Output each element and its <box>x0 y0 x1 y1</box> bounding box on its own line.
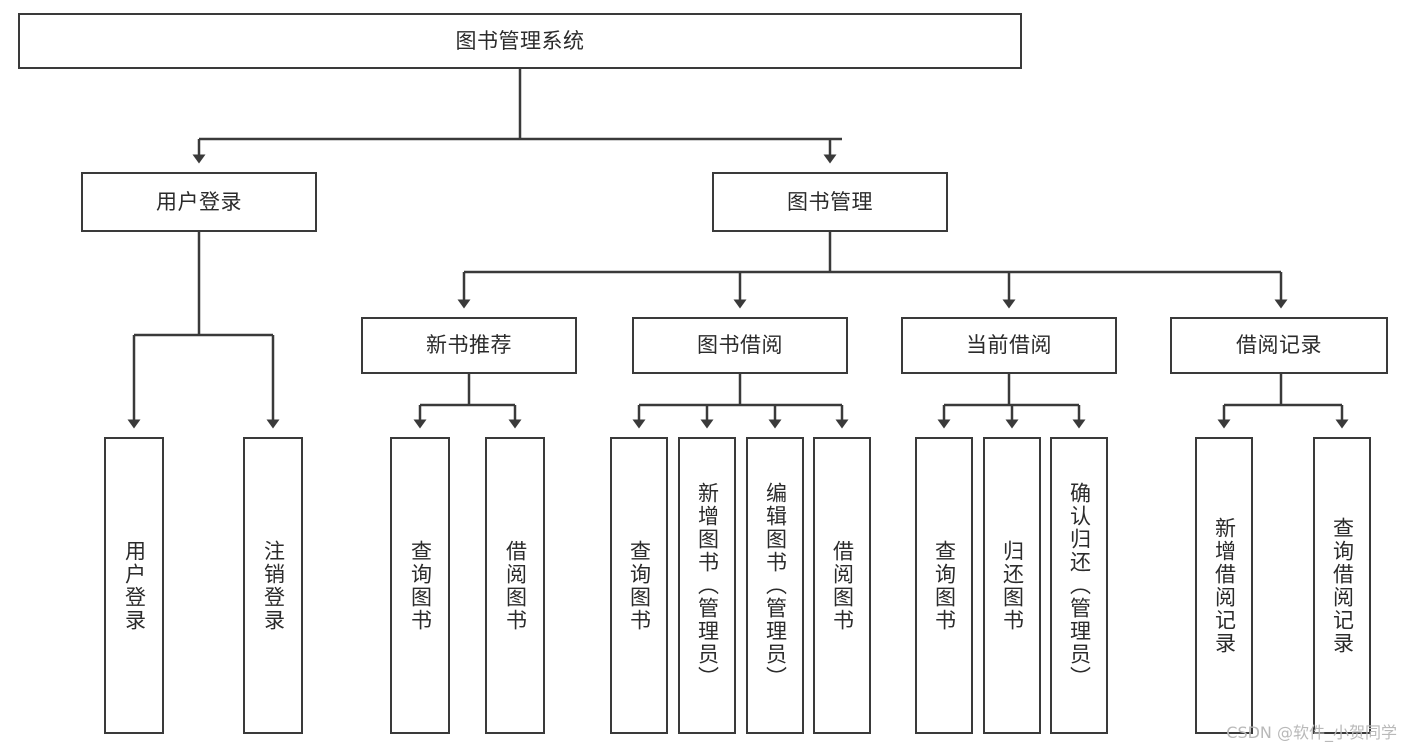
node-leaf-add-borrow-record[interactable]: 新增借阅记录 <box>1195 437 1253 734</box>
node-book-manage-label: 图书管理 <box>787 189 873 214</box>
node-book-manage[interactable]: 图书管理 <box>712 172 948 232</box>
watermark-text: CSDN @软件_小贺同学 <box>1226 723 1397 742</box>
node-leaf-add-book-admin-label: 新增图书（管理员） <box>695 482 720 689</box>
node-root-label: 图书管理系统 <box>455 28 585 53</box>
node-leaf-query-book-bor[interactable]: 查询图书 <box>610 437 668 734</box>
node-leaf-edit-book-admin-label: 编辑图书（管理员） <box>763 482 788 689</box>
node-leaf-user-logout[interactable]: 注销登录 <box>243 437 303 734</box>
node-new-book-recommend-label: 新书推荐 <box>426 333 512 358</box>
node-leaf-query-book-rec[interactable]: 查询图书 <box>390 437 450 734</box>
node-leaf-user-login-label: 用户登录 <box>122 539 147 632</box>
node-leaf-return-book-label: 归还图书 <box>1000 539 1025 632</box>
node-borrow-record-label: 借阅记录 <box>1236 333 1322 358</box>
node-current-borrow[interactable]: 当前借阅 <box>901 317 1117 374</box>
node-leaf-borrow-book-bor[interactable]: 借阅图书 <box>813 437 871 734</box>
node-leaf-confirm-return-admin[interactable]: 确认归还（管理员） <box>1050 437 1108 734</box>
node-leaf-confirm-return-admin-label: 确认归还（管理员） <box>1067 482 1092 689</box>
node-leaf-query-borrow-record[interactable]: 查询借阅记录 <box>1313 437 1371 734</box>
node-leaf-return-book[interactable]: 归还图书 <box>983 437 1041 734</box>
node-leaf-user-login[interactable]: 用户登录 <box>104 437 164 734</box>
node-user-login[interactable]: 用户登录 <box>81 172 317 232</box>
node-leaf-edit-book-admin[interactable]: 编辑图书（管理员） <box>746 437 804 734</box>
node-root[interactable]: 图书管理系统 <box>18 13 1022 69</box>
node-book-borrow[interactable]: 图书借阅 <box>632 317 848 374</box>
node-user-login-label: 用户登录 <box>156 189 242 214</box>
node-leaf-query-book-rec-label: 查询图书 <box>408 539 433 632</box>
node-leaf-add-borrow-record-label: 新增借阅记录 <box>1212 516 1237 655</box>
node-leaf-query-borrow-record-label: 查询借阅记录 <box>1330 516 1355 655</box>
node-current-borrow-label: 当前借阅 <box>966 333 1052 358</box>
node-leaf-query-book-bor-label: 查询图书 <box>627 539 652 632</box>
node-new-book-recommend[interactable]: 新书推荐 <box>361 317 577 374</box>
node-leaf-add-book-admin[interactable]: 新增图书（管理员） <box>678 437 736 734</box>
node-leaf-user-logout-label: 注销登录 <box>261 539 286 632</box>
node-leaf-borrow-book-rec-label: 借阅图书 <box>503 539 528 632</box>
node-leaf-borrow-book-bor-label: 借阅图书 <box>830 539 855 632</box>
node-book-borrow-label: 图书借阅 <box>697 333 783 358</box>
node-borrow-record[interactable]: 借阅记录 <box>1170 317 1388 374</box>
node-leaf-query-book-cur[interactable]: 查询图书 <box>915 437 973 734</box>
node-leaf-query-book-cur-label: 查询图书 <box>932 539 957 632</box>
node-leaf-borrow-book-rec[interactable]: 借阅图书 <box>485 437 545 734</box>
